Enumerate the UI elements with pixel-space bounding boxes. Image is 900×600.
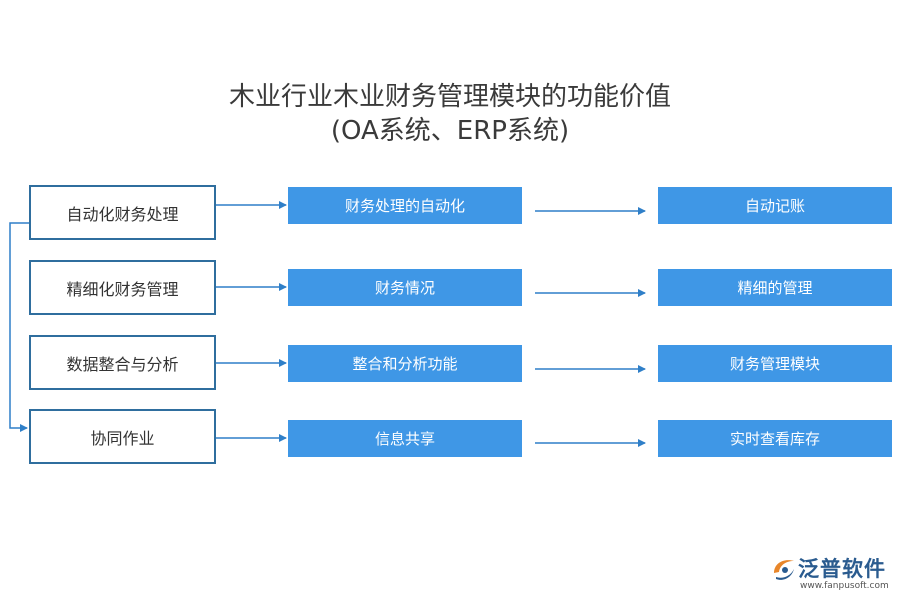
diagram-subtitle: (OA系统、ERP系统): [330, 116, 570, 146]
right-node-2: 精细的管理: [658, 269, 892, 306]
right-node-3: 财务管理模块: [658, 345, 892, 382]
logo-url: www.fanpusoft.com: [800, 581, 889, 591]
left-node-3: 数据整合与分析: [29, 335, 216, 390]
logo-name: 泛普软件: [798, 557, 886, 581]
bracket-connector: [9, 222, 29, 432]
left-node-2: 精细化财务管理: [29, 260, 216, 315]
left-node-1: 自动化财务处理: [29, 185, 216, 240]
right-node-1: 自动记账: [658, 187, 892, 224]
diagram-title: 木业行业木业财务管理模块的功能价值: [228, 82, 671, 112]
middle-node-2: 财务情况: [288, 269, 522, 306]
left-node-4: 协同作业: [29, 409, 216, 464]
fanpu-logo-icon: [774, 560, 794, 580]
right-node-4: 实时查看库存: [658, 420, 892, 457]
middle-node-1: 财务处理的自动化: [288, 187, 522, 224]
middle-node-3: 整合和分析功能: [288, 345, 522, 382]
middle-node-4: 信息共享: [288, 420, 522, 457]
brand-logo: 泛普软件 www.fanpusoft.com: [770, 553, 895, 598]
